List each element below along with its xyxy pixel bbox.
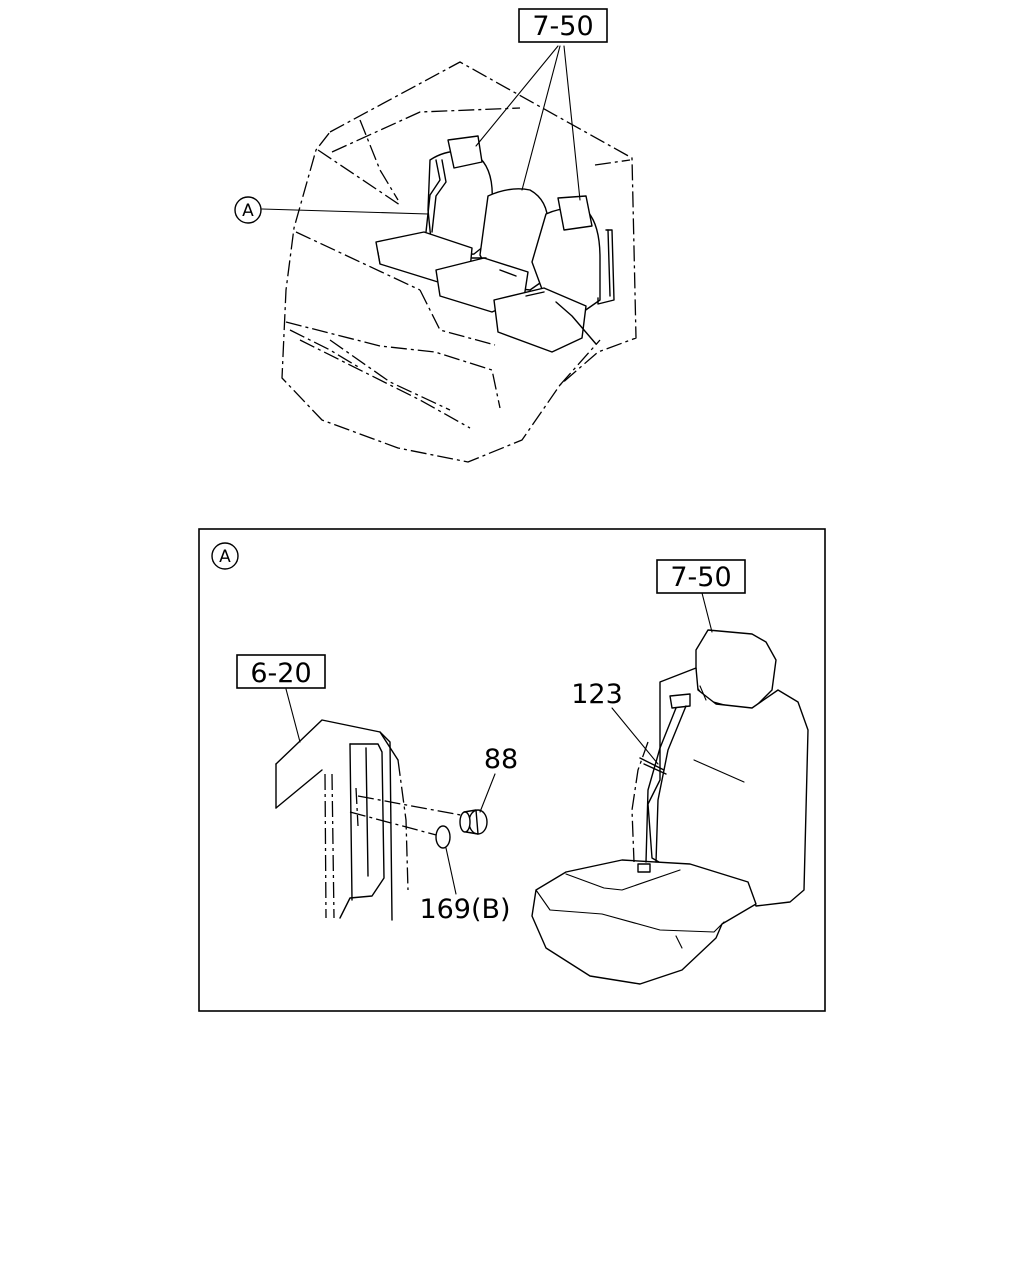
seat-ref-box: 7-50	[656, 559, 746, 594]
cab-outline	[281, 61, 637, 463]
detail-frame	[198, 528, 826, 1012]
overview-callout-letter: A	[242, 201, 254, 221]
overview-callout: A	[234, 196, 262, 224]
part-number-169b: 169(B)	[419, 894, 510, 925]
part-number-123: 123	[571, 679, 623, 710]
pillar-ref-label: 6-20	[250, 658, 311, 689]
pillar-hardware	[349, 795, 488, 849]
detail-leaders	[285, 592, 713, 895]
detail-callout-letter: A	[219, 547, 231, 567]
bolt-88	[459, 809, 488, 835]
washer-169b	[435, 825, 451, 849]
overview-ref-box: 7-50	[518, 8, 608, 43]
part-number-88: 88	[484, 744, 518, 775]
seat-passenger	[493, 195, 601, 353]
detail-view: A	[198, 528, 826, 1012]
overview-leaders	[261, 45, 581, 215]
overview-ref-label: 7-50	[532, 11, 593, 42]
detail-seat	[531, 629, 809, 985]
cab-overview: 7-50 A	[234, 8, 637, 463]
seat-ref-label: 7-50	[670, 562, 731, 593]
detail-callout: A	[211, 542, 239, 570]
b-pillar	[275, 719, 409, 921]
pillar-ref-box: 6-20	[236, 654, 326, 689]
seat-driver	[375, 135, 495, 283]
